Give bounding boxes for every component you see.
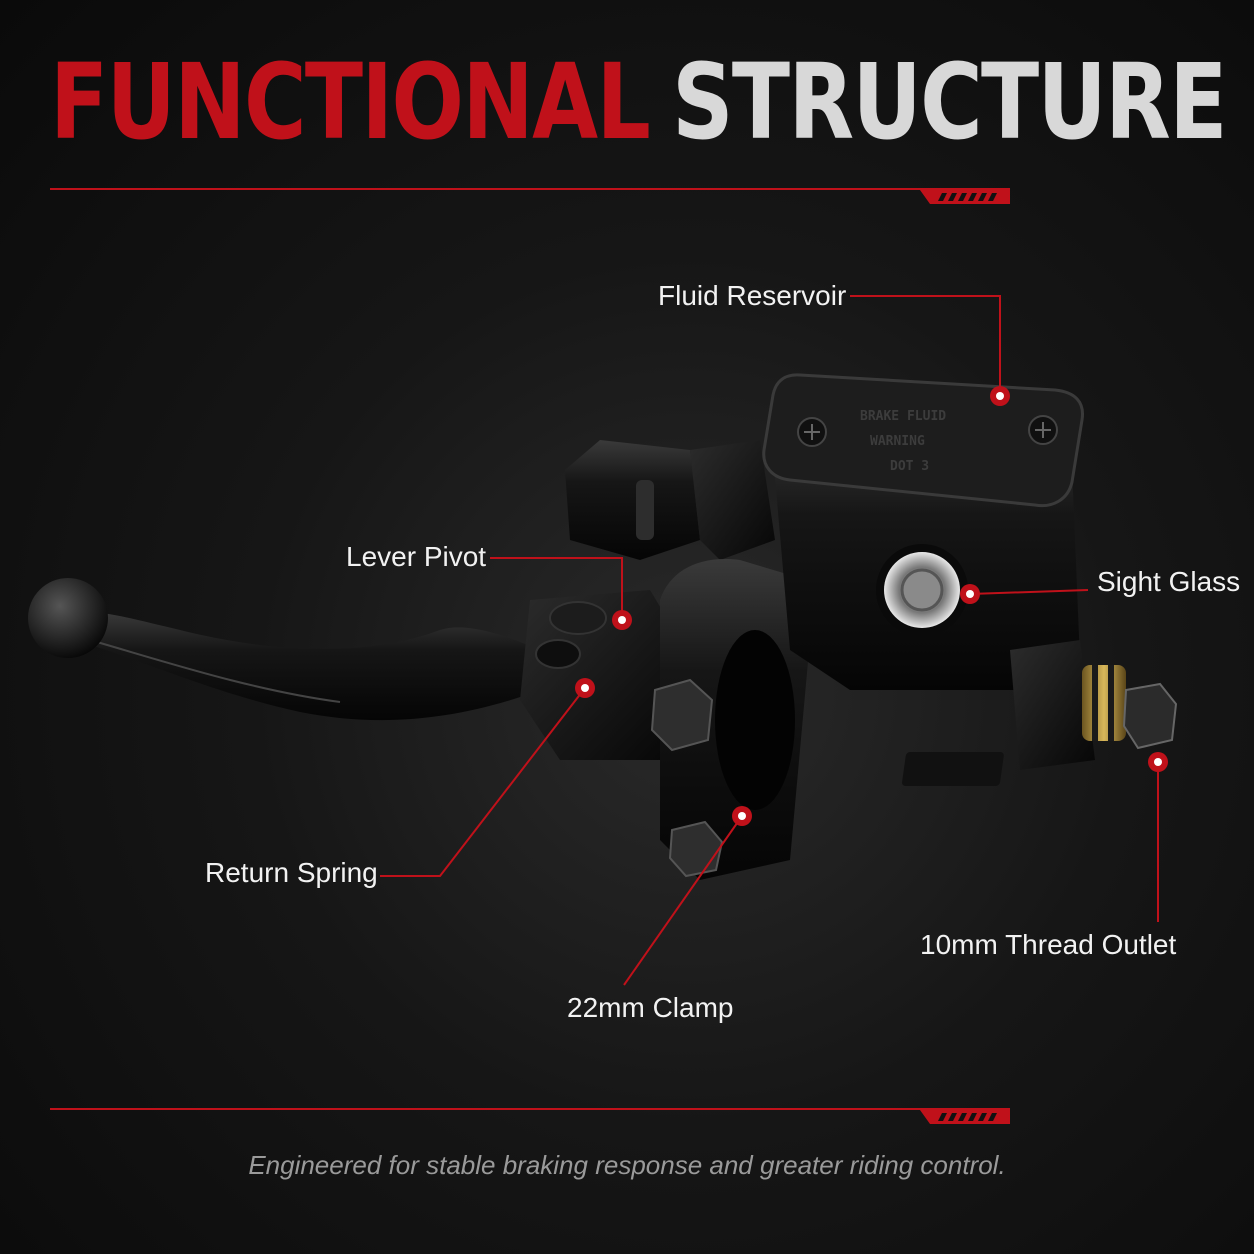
fluid-reservoir-body: BRAKE FLUID WARNING DOT 3 bbox=[762, 373, 1085, 690]
tagline-caption: Engineered for stable braking response a… bbox=[248, 1150, 1006, 1180]
thread-outlet-fitting bbox=[902, 640, 1178, 786]
label-clamp: 22mm Clamp bbox=[567, 992, 734, 1023]
marker-sight-glass bbox=[960, 584, 980, 604]
label-thread-outlet: 10mm Thread Outlet bbox=[920, 929, 1177, 960]
reservoir-text-1: BRAKE FLUID bbox=[860, 409, 946, 424]
marker-clamp bbox=[732, 806, 752, 826]
marker-return-spring bbox=[575, 678, 595, 698]
reservoir-cap-screw-right-icon bbox=[1028, 415, 1058, 445]
label-return-spring: Return Spring bbox=[205, 857, 378, 888]
top-divider bbox=[50, 188, 1010, 190]
lever-housing bbox=[520, 590, 680, 760]
marker-thread-outlet bbox=[1148, 752, 1168, 772]
marker-lever-pivot bbox=[612, 610, 632, 630]
top-stripe-accent bbox=[920, 190, 1010, 204]
callout-markers bbox=[575, 386, 1168, 826]
upper-bracket bbox=[565, 440, 775, 560]
sight-glass-window bbox=[876, 544, 968, 636]
bottom-divider bbox=[50, 1108, 1010, 1110]
reservoir-text-3: DOT 3 bbox=[890, 459, 929, 474]
marker-fluid-reservoir bbox=[990, 386, 1010, 406]
handlebar-clamp bbox=[650, 559, 810, 880]
title-part-structure: STRUCTURE bbox=[672, 41, 1227, 163]
label-sight-glass: Sight Glass bbox=[1097, 566, 1241, 597]
reservoir-cap-screw-left-icon bbox=[797, 417, 827, 447]
reservoir-text-2: WARNING bbox=[870, 434, 925, 449]
bottom-stripe-accent bbox=[920, 1110, 1010, 1124]
brake-lever bbox=[28, 578, 560, 721]
label-lever-pivot: Lever Pivot bbox=[346, 541, 487, 572]
label-fluid-reservoir: Fluid Reservoir bbox=[658, 280, 847, 311]
callout-lines bbox=[380, 295, 1159, 986]
title-part-functional: FUNCTIONAL bbox=[50, 41, 651, 163]
